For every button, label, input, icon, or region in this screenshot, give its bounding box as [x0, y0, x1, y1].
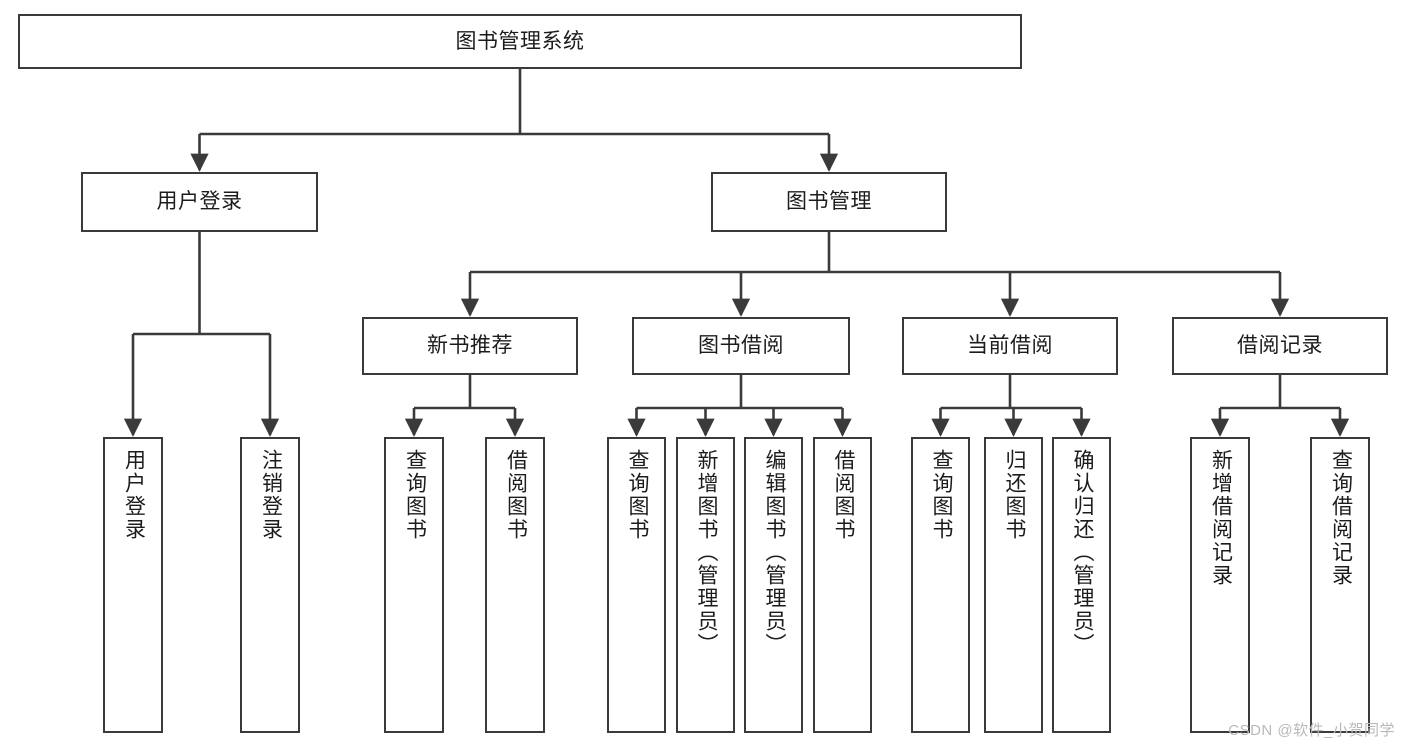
node-leaf-query-book-2-label: 查询图书 [625, 449, 649, 541]
csdn-watermark: CSDN @软件_小贺同学 [1228, 722, 1395, 739]
node-book-manage-label: 图书管理 [786, 190, 872, 214]
node-root[interactable]: 图书管理系统 [18, 14, 1022, 69]
node-leaf-user-logout-label: 注销登录 [259, 449, 283, 541]
node-leaf-user-login-label: 用户登录 [122, 449, 146, 541]
node-leaf-borrow-book-2[interactable]: 借阅图书 [813, 437, 872, 733]
node-leaf-borrow-book-1-label: 借阅图书 [504, 449, 528, 541]
node-leaf-query-book-1[interactable]: 查询图书 [384, 437, 444, 733]
node-book-manage[interactable]: 图书管理 [711, 172, 947, 232]
node-leaf-add-book-label: 新增图书（管理员） [694, 449, 718, 656]
node-book-borrow-label: 图书借阅 [698, 334, 784, 358]
node-leaf-edit-book[interactable]: 编辑图书（管理员） [744, 437, 803, 733]
node-current-borrow[interactable]: 当前借阅 [902, 317, 1118, 375]
node-leaf-add-book[interactable]: 新增图书（管理员） [676, 437, 735, 733]
node-leaf-edit-book-label: 编辑图书（管理员） [762, 449, 786, 656]
node-current-borrow-label: 当前借阅 [967, 334, 1053, 358]
node-leaf-return-book[interactable]: 归还图书 [984, 437, 1043, 733]
node-leaf-add-record-label: 新增借阅记录 [1209, 449, 1233, 587]
node-leaf-borrow-book-2-label: 借阅图书 [831, 449, 855, 541]
node-leaf-query-book-1-label: 查询图书 [403, 449, 427, 541]
node-leaf-user-logout[interactable]: 注销登录 [240, 437, 300, 733]
node-leaf-query-book-3[interactable]: 查询图书 [911, 437, 970, 733]
node-user-login[interactable]: 用户登录 [81, 172, 318, 232]
node-root-label: 图书管理系统 [455, 29, 585, 53]
node-leaf-add-record[interactable]: 新增借阅记录 [1190, 437, 1250, 733]
node-leaf-query-record-label: 查询借阅记录 [1329, 449, 1353, 587]
node-new-book-recommend[interactable]: 新书推荐 [362, 317, 578, 375]
node-leaf-query-book-2[interactable]: 查询图书 [607, 437, 666, 733]
node-leaf-user-login[interactable]: 用户登录 [103, 437, 163, 733]
node-user-login-label: 用户登录 [156, 190, 243, 214]
node-leaf-query-record[interactable]: 查询借阅记录 [1310, 437, 1370, 733]
node-leaf-return-book-label: 归还图书 [1002, 449, 1026, 541]
node-leaf-query-book-3-label: 查询图书 [929, 449, 953, 541]
node-leaf-borrow-book-1[interactable]: 借阅图书 [485, 437, 545, 733]
node-new-book-recommend-label: 新书推荐 [427, 334, 513, 358]
node-borrow-record-label: 借阅记录 [1237, 334, 1323, 358]
node-leaf-confirm-return[interactable]: 确认归还（管理员） [1052, 437, 1111, 733]
node-leaf-confirm-return-label: 确认归还（管理员） [1070, 449, 1094, 656]
node-book-borrow[interactable]: 图书借阅 [632, 317, 850, 375]
node-borrow-record[interactable]: 借阅记录 [1172, 317, 1388, 375]
